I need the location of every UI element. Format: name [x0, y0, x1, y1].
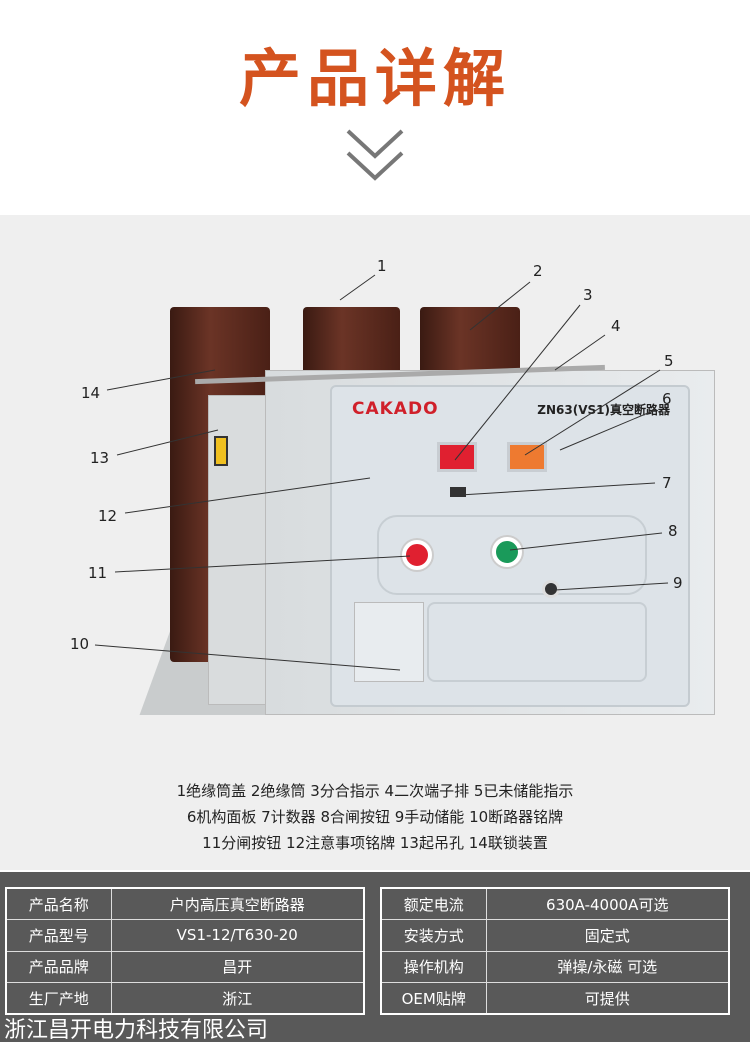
callout-5: 5	[664, 352, 674, 370]
callout-7: 7	[662, 474, 672, 492]
open-button[interactable]	[402, 540, 432, 570]
legend-line: 6机构面板 7计数器 8合闸按钮 9手动储能 10断路器铭牌	[186, 808, 564, 826]
counter	[450, 487, 466, 497]
callout-12: 12	[98, 507, 117, 525]
page-title: 产品详解	[238, 42, 511, 115]
model-label: ZN63(VS1)真空断路器	[537, 403, 670, 417]
table-row: 产品名称户内高压真空断路器	[5, 887, 365, 920]
close-button[interactable]	[492, 537, 522, 567]
callouts: 1 2 3 4 5 6 7 8 9 10 11 12 13 14	[70, 257, 683, 671]
table-row: 安装方式固定式	[380, 919, 730, 952]
callout-3: 3	[583, 286, 593, 304]
table-row: 产品品牌昌开	[5, 950, 365, 983]
table-row: OEM贴牌可提供	[380, 982, 730, 1015]
legend-line: 11分闸按钮 12注意事项铭牌 13起吊孔 14联锁装置	[202, 834, 548, 852]
spring-charge-indicator	[507, 442, 547, 472]
callout-1: 1	[377, 257, 387, 275]
callout-13: 13	[90, 449, 109, 467]
company-name: 浙江昌开电力科技有限公司	[4, 1018, 269, 1043]
callout-10: 10	[70, 635, 89, 653]
parts-legend: 1绝缘筒盖 2绝缘筒 3分合指示 4二次端子排 5已未储能指示 6机构面板 7计…	[0, 778, 750, 856]
legend-line: 1绝缘筒盖 2绝缘筒 3分合指示 4二次端子排 5已未储能指示	[176, 782, 574, 800]
table-row: 操作机构弹操/永磁 可选	[380, 950, 730, 983]
side-plate	[208, 395, 268, 705]
callout-2: 2	[533, 262, 543, 280]
manual-charge-port[interactable]	[542, 580, 560, 598]
callout-9: 9	[673, 574, 683, 592]
callout-8: 8	[668, 522, 678, 540]
table-row: 生厂产地浙江	[5, 982, 365, 1015]
callout-14: 14	[81, 384, 100, 402]
brand-logo: CAKADO	[352, 399, 439, 419]
callout-6: 6	[662, 390, 672, 408]
double-chevron-down-icon	[346, 129, 404, 181]
callout-4: 4	[611, 317, 621, 335]
callout-11: 11	[88, 564, 107, 582]
